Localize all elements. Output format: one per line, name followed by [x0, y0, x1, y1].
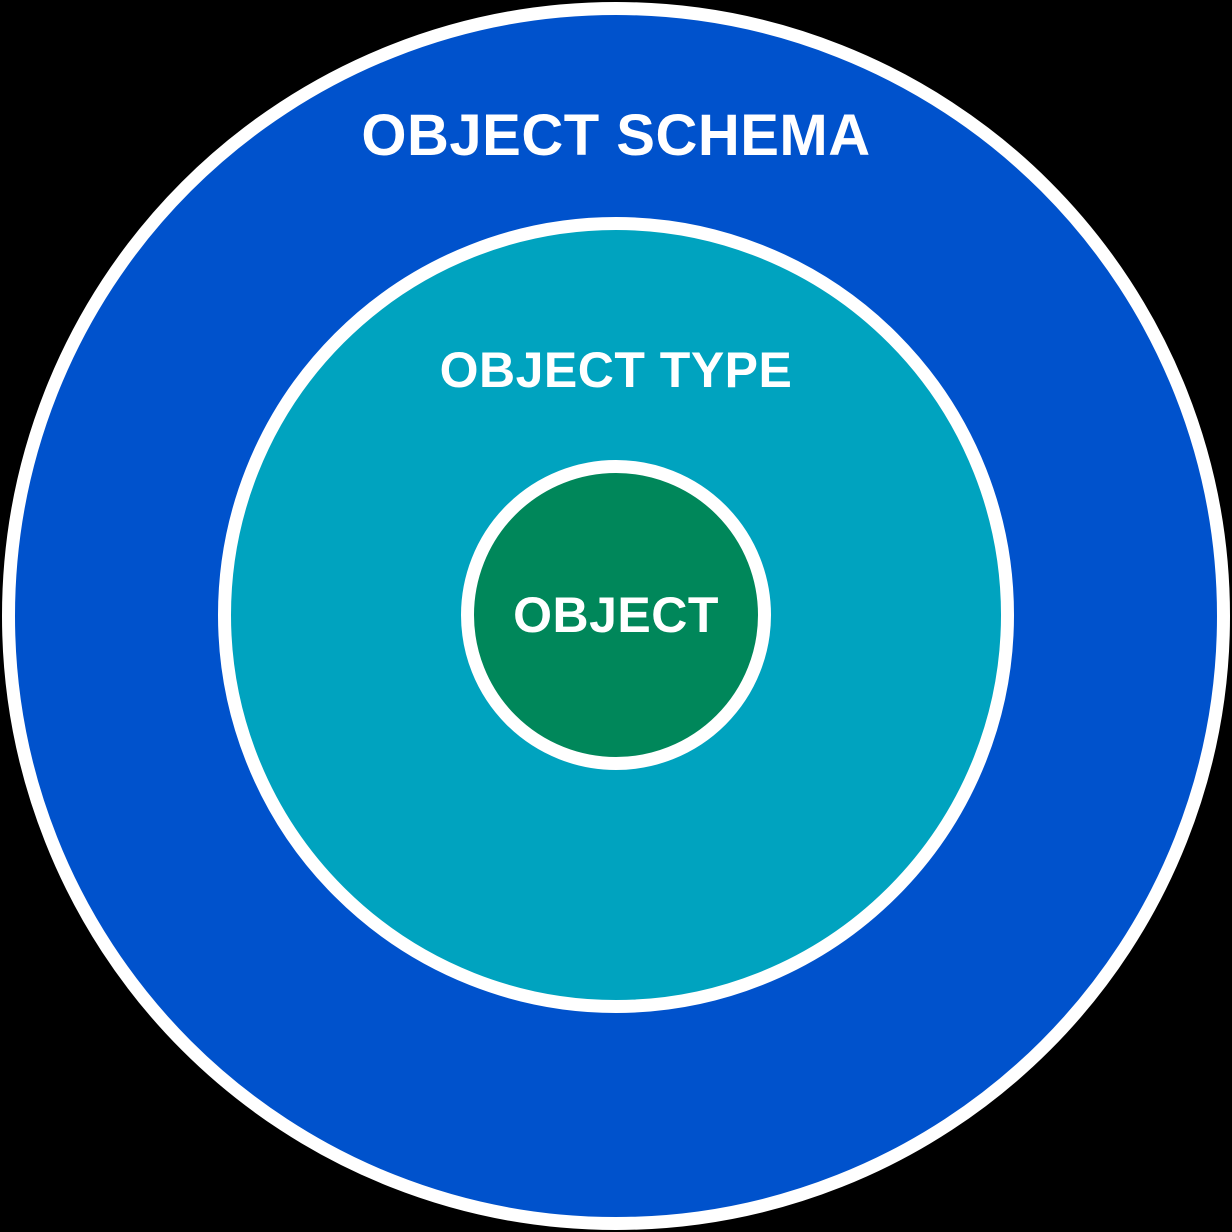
object-label: OBJECT: [513, 587, 719, 643]
object-type-label: OBJECT TYPE: [439, 342, 793, 398]
object-schema-label: OBJECT SCHEMA: [361, 103, 871, 168]
